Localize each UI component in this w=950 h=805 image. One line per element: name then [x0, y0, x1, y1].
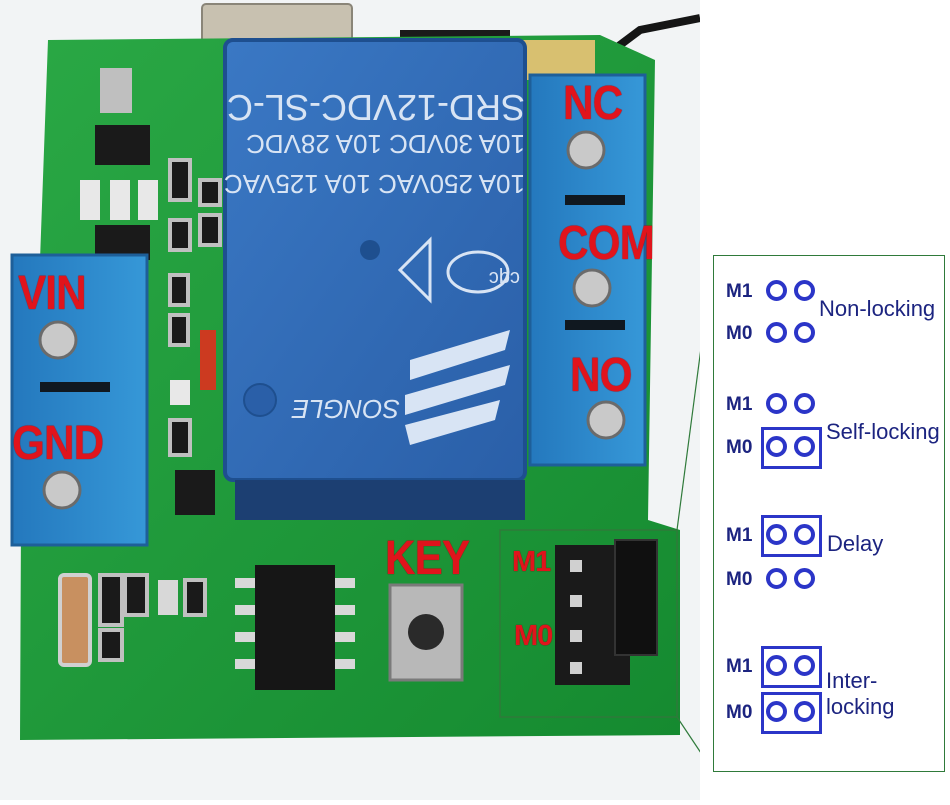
- pin-label-m0: M0: [726, 323, 753, 344]
- key-label: KEY: [385, 532, 470, 585]
- mode-label-inter-locking: Inter-locking: [826, 668, 895, 719]
- mode-label-self-locking: Self-locking: [826, 419, 940, 444]
- jumper-box-m1: [761, 515, 822, 557]
- nc-screw: [566, 130, 606, 170]
- pin-label-m1: M1: [726, 281, 753, 302]
- gnd-screw: [42, 470, 82, 510]
- legend-row-m1: M1: [714, 515, 944, 557]
- no-screw: [586, 400, 626, 440]
- pin-hole: [766, 393, 787, 414]
- m0-label: M0: [514, 620, 553, 652]
- vin-screw: [38, 320, 78, 360]
- pin-hole: [794, 436, 815, 457]
- legend-row-m1: M1: [714, 276, 944, 306]
- relay-cert-text: cqc: [489, 267, 520, 289]
- relay-rating-dc-text: 10A 30VDC 10A 28VDC: [246, 129, 525, 159]
- relay-brand-text: SONGLE: [291, 394, 400, 424]
- pin-label-m1: M1: [726, 525, 753, 546]
- pin-hole: [794, 568, 815, 589]
- relay-board-illustration: SRD-12VDC-SL-C 10A 30VDC 10A 28VDC 10A 2…: [0, 0, 714, 800]
- pin-label-m0: M0: [726, 437, 753, 458]
- pin-hole: [794, 280, 815, 301]
- jumper-highlight-box: [499, 529, 678, 718]
- jumper-cap: [614, 539, 658, 656]
- legend-row-m1: M1: [714, 389, 944, 419]
- pin-hole: [766, 436, 787, 457]
- pin-hole: [766, 322, 787, 343]
- pin-label-m0: M0: [726, 702, 753, 723]
- pin-label-m0: M0: [726, 569, 753, 590]
- mode-label-non-locking: Non-locking: [819, 296, 936, 321]
- pin-hole: [766, 655, 787, 676]
- nc-label: NC: [563, 77, 623, 130]
- legend-row-m0: M0: [714, 427, 944, 469]
- pin-hole: [794, 701, 815, 722]
- vin-label: VIN: [18, 267, 87, 320]
- pin-hole: [766, 280, 787, 301]
- relay-rating-ac-text: 10A 250VAC 10A 125VAC: [224, 169, 525, 199]
- pin-hole: [794, 524, 815, 545]
- com-label: COM: [558, 217, 655, 270]
- legend-row-m0: M0: [714, 564, 944, 594]
- relay-board-photo: SRD-12VDC-SL-C 10A 30VDC 10A 28VDC 10A 2…: [0, 0, 714, 800]
- legend-row-m1: M1: [714, 646, 944, 688]
- pin-label-m1: M1: [726, 656, 753, 677]
- jumper-box-m0: [761, 427, 822, 469]
- m1-label: M1: [512, 546, 551, 578]
- pin-hole: [766, 568, 787, 589]
- pin-hole: [766, 524, 787, 545]
- key-button-cap: [408, 614, 444, 650]
- pin-hole: [766, 701, 787, 722]
- pin-hole: [794, 655, 815, 676]
- pin-label-m1: M1: [726, 394, 753, 415]
- mode-label-delay: Delay: [827, 531, 884, 556]
- no-label: NO: [570, 349, 632, 402]
- legend-row-m0: M0: [714, 692, 944, 734]
- legend-row-m0: M0: [714, 318, 944, 348]
- com-screw: [572, 268, 612, 308]
- regulator-chip: [95, 125, 150, 165]
- pin-hole: [794, 322, 815, 343]
- jumper-mode-legend: M1 M0 Non-locking M1 M0 Self-locking M1 …: [713, 255, 945, 772]
- pin-hole: [794, 393, 815, 414]
- ic-chip: [255, 565, 335, 690]
- relay-model-text: SRD-12VDC-SL-C: [227, 87, 525, 128]
- gnd-label: GND: [12, 417, 104, 470]
- jumper-box-m0: [761, 692, 822, 734]
- jumper-box-m1: [761, 646, 822, 688]
